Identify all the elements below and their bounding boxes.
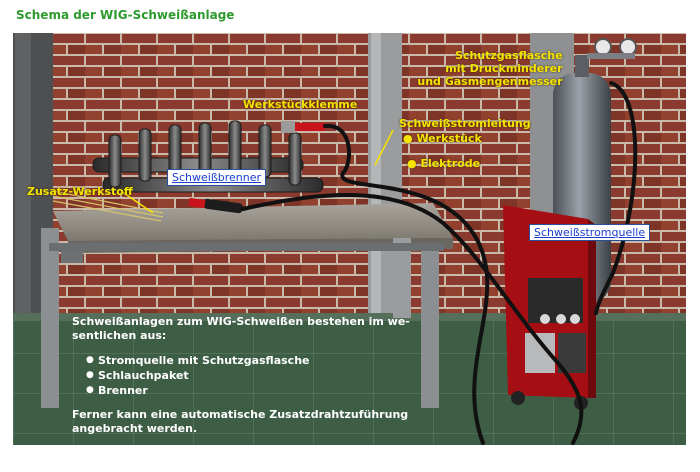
current-line-item-text: Werkstück	[416, 132, 482, 145]
filler-material-label: Zusatz-Werkstoff	[27, 185, 133, 198]
info-intro-line1: Schweißanlagen zum WIG-Schweißen bestehe…	[72, 315, 410, 328]
current-line-item-workpiece: ● Werkstück	[403, 132, 482, 145]
gas-bottle-label-line2: mit Druckminderer	[445, 62, 563, 75]
current-line-item-text: Elektrode	[420, 157, 481, 170]
page-title: Schema der WIG-Schweißanlage	[16, 8, 235, 22]
torch-link[interactable]: Schweißbrenner	[167, 169, 267, 186]
list-item: Schlauchpaket	[86, 368, 410, 383]
current-line-label: Schweißstromleitung ● Werkstück	[399, 117, 531, 145]
list-item: Stromquelle mit Schutzgasflasche	[86, 353, 410, 368]
info-outro-line1: Ferner kann eine automatische Zusatzdrah…	[72, 408, 409, 421]
info-intro-line2: sentlichen aus:	[72, 329, 167, 342]
workpiece-clamp-label: Werkstückklemme	[243, 98, 358, 111]
info-outro-line2: angebracht werden.	[72, 422, 198, 435]
list-item: Brenner	[86, 383, 410, 398]
info-text: Schweißanlagen zum WIG-Schweißen bestehe…	[72, 315, 410, 436]
gas-bottle-label-line1: Schutzgasflasche	[455, 49, 563, 62]
info-component-list: Stromquelle mit Schutzgasflasche Schlauc…	[72, 353, 410, 398]
current-line-item-electrode: ● Elektrode	[407, 157, 481, 170]
gas-bottle-label-line3: und Gasmengenmesser	[417, 75, 563, 88]
current-line-title: Schweißstromleitung	[399, 117, 531, 130]
power-source-link[interactable]: Schweißstromquelle	[529, 224, 651, 241]
gas-bottle-label: Schutzgasflasche mit Druckminderer und G…	[417, 49, 563, 88]
